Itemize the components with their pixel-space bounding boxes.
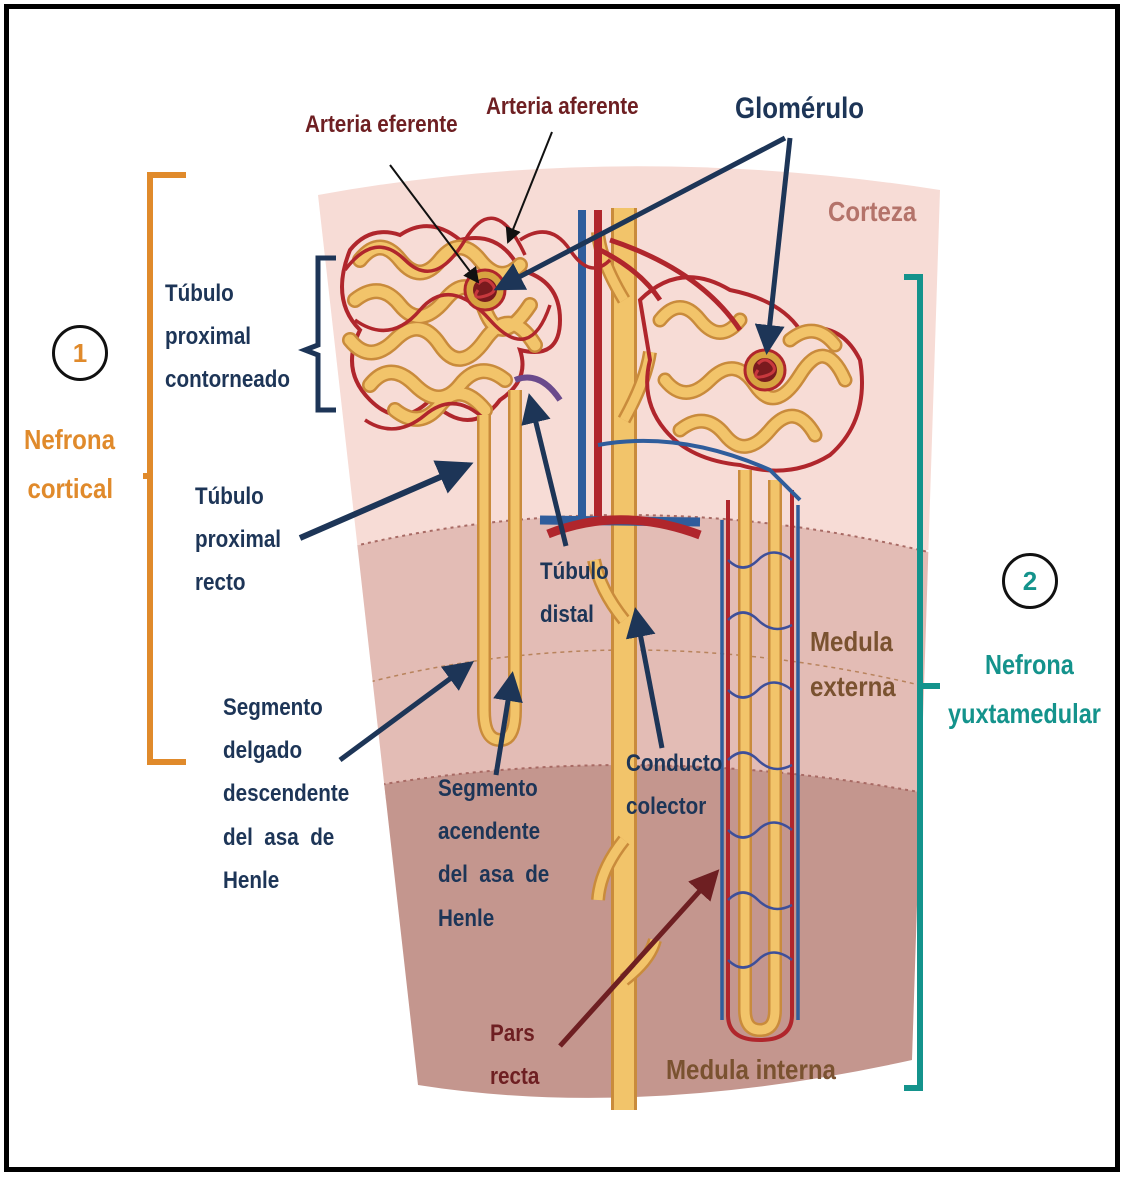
arteria-aferente-label: Arteria aferente bbox=[486, 95, 639, 119]
cortical-nephron-label: Nefrona cortical bbox=[24, 415, 115, 513]
medula-interna-label: Medula interna bbox=[666, 1056, 836, 1084]
segmento-acendente-label: Segmento acendente del asa de Henle bbox=[438, 767, 549, 940]
arteria-eferente-label: Arteria eferente bbox=[305, 113, 458, 137]
tubulo-distal-label: Túbulo distal bbox=[540, 550, 609, 636]
juxtamedullary-number: 2 bbox=[1023, 566, 1037, 597]
corteza-label: Corteza bbox=[828, 198, 916, 226]
juxtamedullary-number-badge: 2 bbox=[1002, 553, 1058, 609]
juxtamedullary-nephron-label: Nefrona yuxtamedular bbox=[948, 640, 1101, 738]
cortical-number-badge: 1 bbox=[52, 325, 108, 381]
tubulo-proximal-contorneado-label: Túbulo proximal contorneado bbox=[165, 272, 290, 402]
pars-recta-label: Pars recta bbox=[490, 1012, 539, 1098]
glomerulo-label: Glomérulo bbox=[735, 94, 864, 124]
cortical-bracket bbox=[150, 175, 186, 762]
segmento-delgado-label: Segmento delgado descendente del asa de … bbox=[223, 686, 349, 902]
medula-externa-label: Medula externa bbox=[810, 620, 896, 710]
tubulo-proximal-recto-label: Túbulo proximal recto bbox=[195, 475, 281, 605]
conducto-colector-label: Conducto colector bbox=[626, 742, 722, 828]
cortical-number: 1 bbox=[73, 338, 87, 369]
